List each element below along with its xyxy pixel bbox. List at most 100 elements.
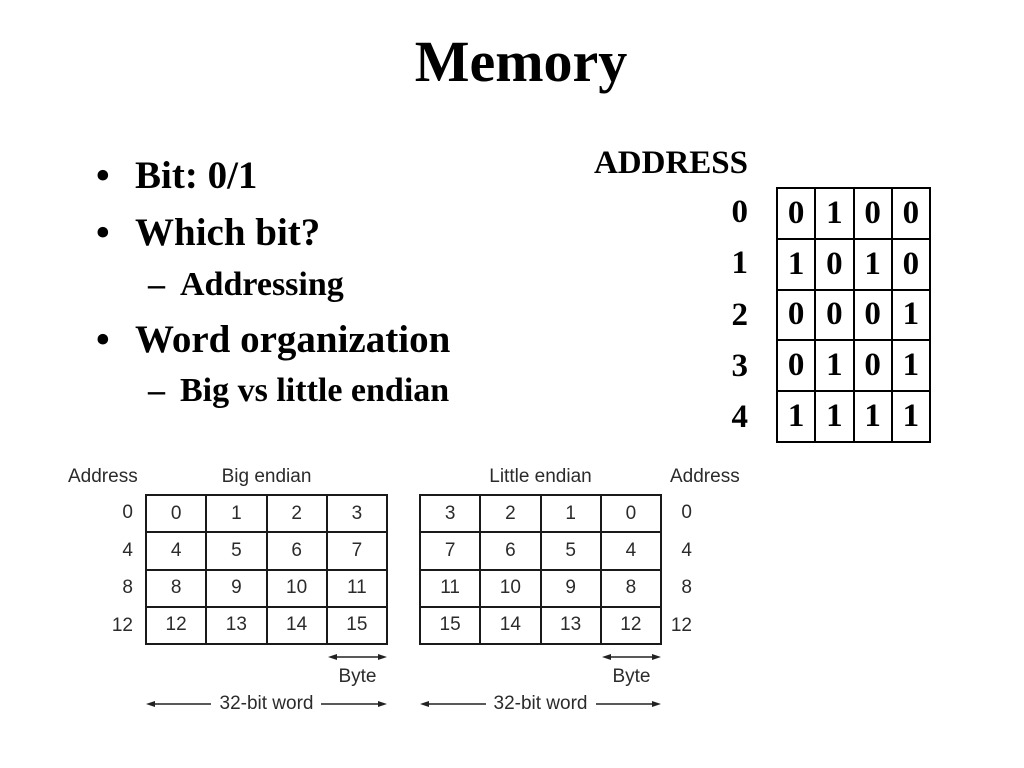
bit-cell: 1 bbox=[855, 239, 893, 289]
bit-cell: 1 bbox=[902, 398, 920, 435]
bullet-list: • Bit: 0/1 • Which bit? – Addressing • W… bbox=[90, 150, 470, 415]
bit-row: 0 1 0 1 bbox=[778, 341, 929, 393]
word-address: 12 bbox=[670, 615, 692, 637]
address-label: 1 bbox=[731, 245, 749, 282]
word-row: 0 1 2 3 bbox=[147, 496, 386, 534]
address-column-right: 0 4 8 12 bbox=[667, 494, 692, 645]
byte-cell: 2 bbox=[481, 496, 542, 532]
word-address: 8 bbox=[122, 577, 133, 599]
bit-cell: 0 bbox=[855, 341, 893, 391]
word-address: 8 bbox=[681, 577, 692, 599]
word-row: 11 10 9 8 bbox=[421, 570, 660, 608]
bit-row: 1 1 1 1 bbox=[778, 392, 929, 441]
bit-cell: 1 bbox=[902, 347, 920, 384]
bit-row: 0 0 0 1 bbox=[778, 290, 929, 342]
bit-row: 0 1 0 0 bbox=[778, 189, 929, 240]
bit-cell: 1 bbox=[778, 239, 817, 289]
word-address: 4 bbox=[681, 539, 692, 561]
big-endian-byte-label: Byte bbox=[338, 666, 377, 687]
byte-cell: 12 bbox=[147, 607, 208, 643]
bit-cell: 0 bbox=[855, 290, 893, 340]
byte-cell: 6 bbox=[268, 533, 328, 569]
byte-cell: 13 bbox=[207, 607, 268, 643]
address-label: 2 bbox=[731, 296, 749, 333]
word-row: 8 9 10 11 bbox=[147, 570, 386, 608]
address-label: 0 bbox=[731, 194, 749, 231]
bit-cell: 1 bbox=[855, 392, 893, 441]
sub-bullet-item: – Addressing bbox=[90, 268, 470, 302]
dash-marker: – bbox=[148, 266, 165, 303]
bit-cell: 1 bbox=[816, 341, 855, 391]
endian-figure: Address Big endian Little endian Address… bbox=[60, 462, 750, 720]
word-row: 7 6 5 4 bbox=[421, 533, 660, 571]
byte-cell: 7 bbox=[421, 533, 482, 569]
address-label: 3 bbox=[731, 347, 749, 384]
bullet-text: Which bit? bbox=[135, 211, 321, 254]
slide-title: Memory bbox=[414, 29, 628, 94]
bullet-item: • Which bit? bbox=[90, 213, 470, 252]
byte-cell: 11 bbox=[421, 570, 482, 606]
bit-cell: 1 bbox=[816, 392, 855, 441]
byte-cell: 1 bbox=[542, 496, 602, 532]
byte-cell: 0 bbox=[147, 496, 208, 532]
byte-cell: 0 bbox=[625, 502, 637, 524]
byte-cell: 15 bbox=[346, 614, 368, 636]
bit-cell: 0 bbox=[902, 194, 920, 231]
big-endian-grid: 0 1 2 3 4 5 6 7 8 9 10 11 12 13 14 15 bbox=[145, 494, 388, 645]
address-heading-left: Address bbox=[68, 466, 138, 487]
byte-cell: 7 bbox=[351, 539, 363, 561]
word-row: 3 2 1 0 bbox=[421, 496, 660, 534]
bit-cell: 0 bbox=[778, 341, 817, 391]
byte-cell: 10 bbox=[268, 570, 328, 606]
byte-cell: 12 bbox=[620, 614, 642, 636]
big-endian-word-label: 32-bit word bbox=[219, 693, 314, 714]
bit-memory-diagram: ADDRESS 0 1 2 3 4 0 1 0 0 1 0 1 0 0 0 bbox=[580, 145, 933, 445]
bit-cell: 1 bbox=[778, 392, 817, 441]
bullet-item: • Bit: 0/1 bbox=[90, 156, 470, 195]
bit-cell: 0 bbox=[816, 239, 855, 289]
word-row: 12 13 14 15 bbox=[147, 607, 386, 643]
byte-cell: 14 bbox=[481, 607, 542, 643]
byte-cell: 11 bbox=[347, 577, 367, 599]
byte-cell: 4 bbox=[625, 539, 637, 561]
byte-cell: 9 bbox=[207, 570, 268, 606]
byte-cell: 8 bbox=[625, 577, 637, 599]
big-endian-byte-arrow bbox=[328, 654, 387, 660]
bullet-text: Word organization bbox=[135, 318, 451, 361]
bit-cell: 0 bbox=[778, 290, 817, 340]
word-row: 4 5 6 7 bbox=[147, 533, 386, 571]
byte-cell: 14 bbox=[268, 607, 328, 643]
address-column: 0 1 2 3 4 bbox=[700, 187, 749, 443]
bit-cell: 0 bbox=[778, 189, 817, 238]
word-address: 12 bbox=[111, 615, 133, 637]
byte-cell: 10 bbox=[481, 570, 542, 606]
byte-cell: 5 bbox=[542, 533, 602, 569]
bit-grid: 0 1 0 0 1 0 1 0 0 0 0 1 0 1 0 1 bbox=[776, 187, 931, 443]
word-address: 0 bbox=[681, 501, 692, 523]
byte-cell: 3 bbox=[351, 502, 363, 524]
byte-cell: 8 bbox=[147, 570, 208, 606]
bit-row: 1 0 1 0 bbox=[778, 239, 929, 291]
address-label: 4 bbox=[731, 398, 749, 435]
little-endian-byte-arrow bbox=[602, 654, 661, 660]
address-column-left: 0 4 8 12 bbox=[99, 494, 133, 645]
bullet-marker: • bbox=[96, 318, 110, 361]
sub-bullet-text: Big vs little endian bbox=[180, 372, 450, 409]
bit-cell: 0 bbox=[855, 189, 893, 238]
sub-bullet-item: – Big vs little endian bbox=[90, 374, 470, 408]
byte-cell: 2 bbox=[268, 496, 328, 532]
bit-cell: 1 bbox=[816, 189, 855, 238]
bullet-item: • Word organization bbox=[90, 320, 470, 359]
byte-cell: 9 bbox=[542, 570, 602, 606]
word-row: 15 14 13 12 bbox=[421, 607, 660, 643]
byte-cell: 3 bbox=[421, 496, 482, 532]
word-address: 0 bbox=[122, 501, 133, 523]
bit-cell: 0 bbox=[902, 245, 920, 282]
bullet-text: Bit: 0/1 bbox=[135, 154, 258, 197]
byte-cell: 4 bbox=[147, 533, 208, 569]
address-heading-right: Address bbox=[670, 466, 740, 487]
byte-cell: 13 bbox=[542, 607, 602, 643]
big-endian-heading: Big endian bbox=[221, 466, 312, 487]
byte-cell: 5 bbox=[207, 533, 268, 569]
